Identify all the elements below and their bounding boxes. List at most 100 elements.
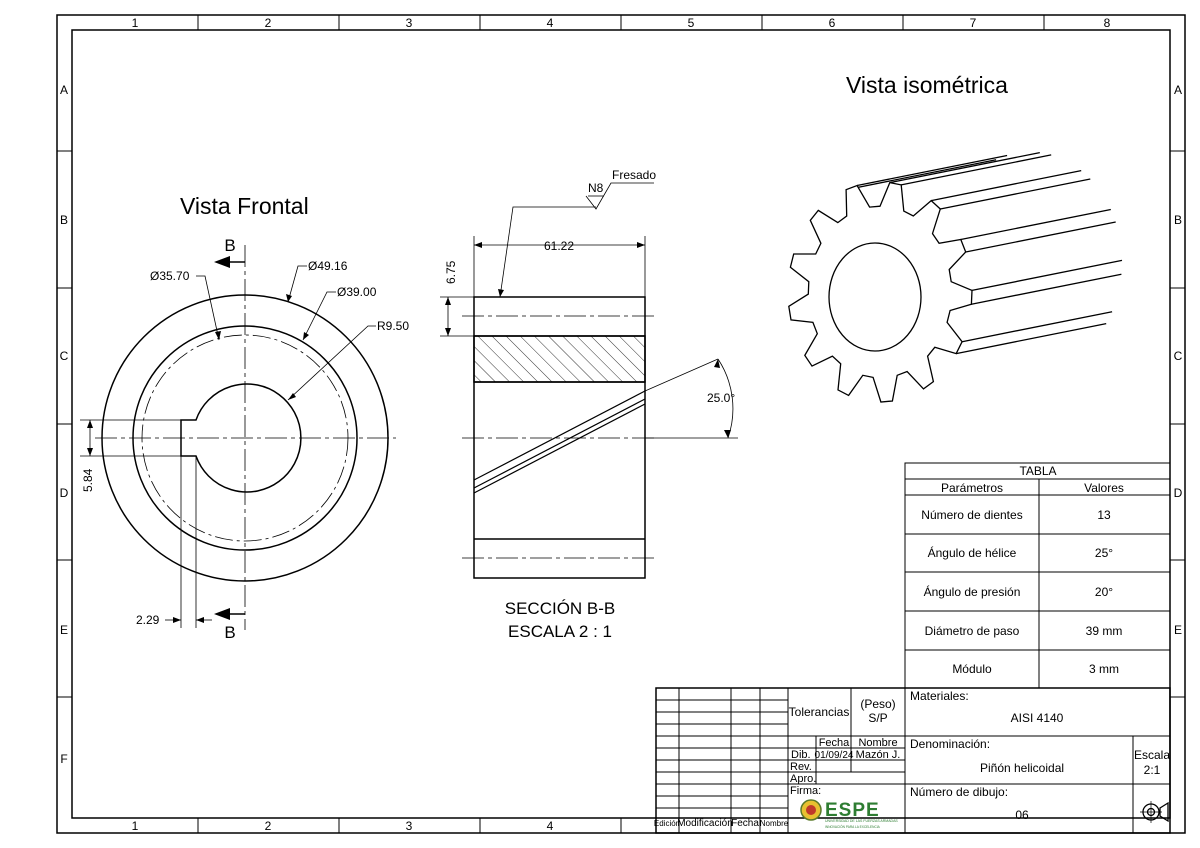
helix-edge (971, 259, 1123, 292)
dim-key-height: 5.84 (81, 468, 95, 492)
dim-bore-diameter: Ø35.70 (150, 269, 190, 283)
helix-edge (940, 178, 1091, 210)
row-label: A (1174, 83, 1182, 97)
section-mark-bottom: B (224, 623, 235, 642)
drawn-name: Mazón J. (856, 749, 901, 761)
parameter-table-text: TABLA Parámetros Valores Número de dient… (921, 464, 1124, 676)
surface-finish-grade: N8 (588, 181, 604, 195)
row-label: E (1174, 623, 1182, 637)
helix-edge (956, 322, 1107, 355)
row-label: B (60, 213, 68, 227)
revision-header: Edición (654, 819, 680, 828)
front-view-gear (95, 245, 396, 630)
dim-hub-depth: 6.75 (444, 260, 458, 284)
front-view-title: Vista Frontal (180, 193, 309, 219)
row-label: F (60, 752, 67, 766)
isometric-gear (788, 151, 1123, 403)
helix-edge (889, 151, 1040, 184)
dim-pitch-diameter: Ø39.00 (337, 285, 377, 299)
front-view-dimension-lines (80, 265, 376, 628)
table-cell: 3 mm (1089, 662, 1119, 676)
row-label: A (60, 83, 68, 97)
drawing-number-label: Número de dibujo: (910, 785, 1008, 799)
col-label: 7 (970, 16, 977, 30)
helix-edge (960, 208, 1111, 241)
row-label: D (1174, 486, 1183, 500)
name-header: Nombre (858, 737, 897, 749)
denomination-label: Denominación: (910, 737, 990, 751)
logo-text: ESPE (825, 800, 880, 821)
front-view-dim-text: Ø35.70 Ø49.16 Ø39.00 R9.50 5.84 2.29 (81, 259, 409, 627)
sheet-frame (56, 14, 1186, 834)
section-mark-top: B (224, 236, 235, 255)
section-scale: ESCALA 2 : 1 (508, 622, 612, 641)
col-label: 8 (1104, 16, 1111, 30)
section-arrow-top-icon (214, 256, 230, 268)
title-block-text: Tolerancias (Peso) S/P Materiales: AISI … (654, 689, 1170, 829)
material-value: AISI 4140 (1011, 711, 1064, 725)
parameter-table (904, 462, 1171, 689)
helix-edge (845, 159, 997, 191)
table-cell: Ángulo de presión (924, 584, 1021, 599)
col-label: 3 (406, 819, 413, 833)
table-cell: 39 mm (1086, 624, 1123, 638)
col-label: 1 (132, 16, 139, 30)
table-cell: 20° (1095, 585, 1113, 599)
row-label: C (60, 349, 69, 363)
col-label: 1 (132, 819, 139, 833)
scale-value: 2:1 (1144, 763, 1161, 777)
drawing-number: 06 (1015, 808, 1029, 822)
section-view (462, 296, 657, 579)
projection-symbol-icon (1140, 801, 1169, 823)
col-label: 4 (547, 819, 554, 833)
title-block (655, 687, 1171, 834)
table-header: Parámetros (941, 481, 1003, 495)
col-label: 5 (688, 16, 695, 30)
helix-edge (971, 273, 1122, 305)
table-cell: 25° (1095, 546, 1113, 560)
front-view-arrowheads (87, 294, 309, 623)
section-arrow-bottom-icon (214, 608, 230, 620)
signature-label: Firma: (790, 785, 821, 797)
dim-helix-angle: 25.0° (707, 391, 735, 405)
revision-header: Modificación (677, 818, 733, 829)
surface-process: Fresado (612, 168, 656, 182)
iso-view-title: Vista isométrica (846, 72, 1008, 98)
table-cell: Ángulo de hélice (928, 545, 1017, 560)
helix-edge (931, 169, 1082, 202)
dim-face-width: 61.22 (544, 239, 574, 253)
col-label: 2 (265, 819, 272, 833)
weight-label: (Peso) (860, 697, 895, 711)
row-label: D (60, 486, 69, 500)
logo-subtitle: UNIVERSIDAD DE LAS FUERZAS ARMADAS (825, 819, 898, 823)
approved-label: Apro. (790, 773, 816, 785)
row-label: C (1174, 349, 1183, 363)
sheet-frame-labels: 1 2 3 4 5 6 7 8 1 2 3 4 A B C D E F A B … (60, 16, 1183, 833)
row-label: E (60, 623, 68, 637)
gear-front-face (788, 181, 973, 403)
table-cell: Número de dientes (921, 508, 1022, 522)
espe-logo: ESPE UNIVERSIDAD DE LAS FUERZAS ARMADAS … (800, 799, 898, 829)
drawn-label: Dib. (791, 749, 811, 761)
weight-value: S/P (868, 711, 887, 725)
table-header: Valores (1084, 481, 1124, 495)
helix-edge (856, 154, 1008, 187)
revised-label: Rev. (790, 761, 812, 773)
dim-tip-diameter: Ø49.16 (308, 259, 348, 273)
gear-bore (828, 242, 922, 352)
col-label: 4 (547, 16, 554, 30)
section-arrowheads (445, 242, 731, 438)
table-cell: Módulo (952, 662, 992, 676)
section-caption: SECCIÓN B-B (505, 599, 616, 618)
table-title: TABLA (1019, 464, 1056, 478)
helix-edge (965, 221, 1116, 253)
scale-label: Escala (1134, 748, 1170, 762)
section-dim-text: 61.22 6.75 N8 Fresado 25.0° (444, 168, 735, 405)
table-cell: Diámetro de paso (925, 624, 1020, 638)
materials-label: Materiales: (910, 689, 969, 703)
drawn-date: 01/09/24 (815, 750, 854, 761)
tolerances-label: Tolerancias (789, 705, 850, 719)
dim-key-depth: 2.29 (136, 613, 160, 627)
helix-edge (901, 154, 1052, 186)
revision-header: Nombre (760, 819, 789, 828)
